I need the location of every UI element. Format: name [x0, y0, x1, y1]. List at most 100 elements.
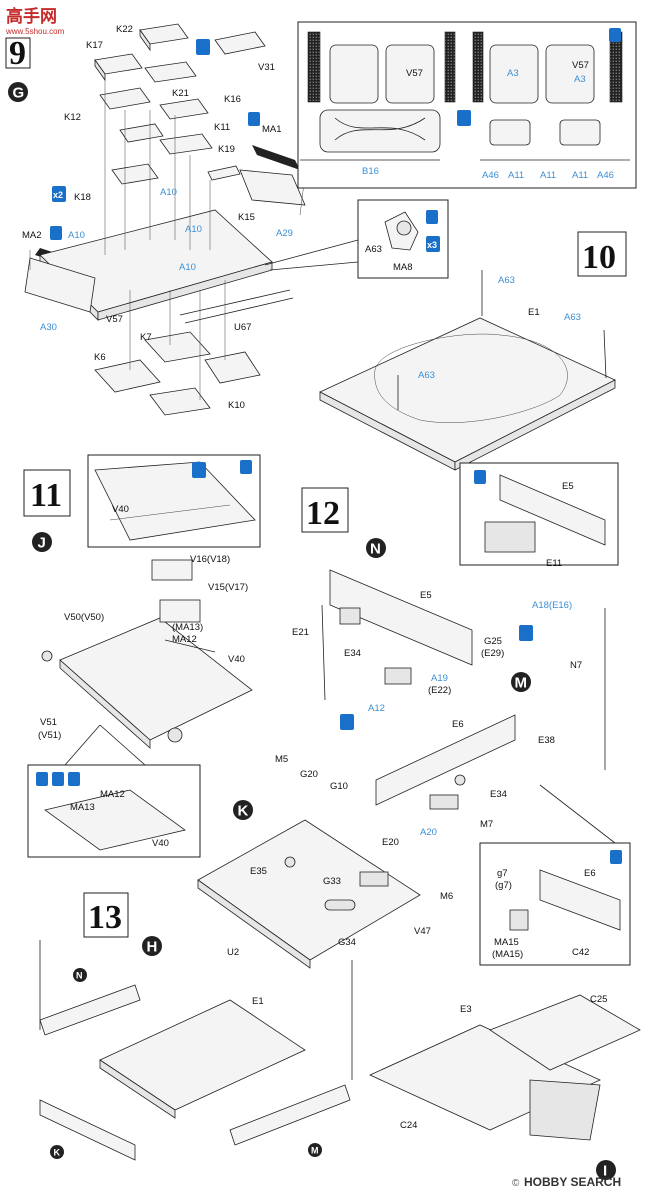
label-e5-a: E5 — [562, 481, 574, 492]
label-v50: V50(V50) — [64, 612, 104, 623]
label-k22: K22 — [116, 24, 133, 35]
label-c24: C24 — [400, 1120, 417, 1131]
step-11-box — [23, 469, 71, 517]
cement-icon-5 — [240, 460, 252, 474]
x2-icon — [52, 186, 66, 202]
label-k15: K15 — [238, 212, 255, 223]
cut-icon — [519, 625, 533, 641]
label-a11-a: A11 — [508, 170, 524, 181]
label-v51p: (V51) — [38, 730, 61, 741]
step-9-box — [5, 37, 31, 69]
brand-copyright: © — [512, 1178, 520, 1189]
label-a63-b: A63 — [564, 312, 581, 323]
assembly-lines — [29, 80, 306, 400]
label-a3-b: A3 — [574, 74, 586, 85]
label-g34: G34 — [338, 937, 356, 948]
label-ma2: MA2 — [22, 230, 42, 241]
cement-icon-4 — [426, 210, 438, 224]
marker-k — [233, 800, 253, 820]
bend-icon — [52, 772, 64, 786]
label-g25: G25 — [484, 636, 502, 647]
label-v40-a: V40 — [112, 504, 129, 515]
cement-icon-3 — [609, 28, 621, 42]
label-k17: K17 — [86, 40, 103, 51]
label-n7: N7 — [570, 660, 582, 671]
label-ma12: MA12 — [172, 634, 197, 645]
marker-n — [366, 538, 386, 558]
label-k21: K21 — [172, 88, 189, 99]
step-12: 12 N M K E5 E11 E21 — [197, 462, 631, 969]
marker-n-2 — [73, 968, 87, 982]
marker-k-2 — [50, 1145, 64, 1159]
cement-icon-8 — [610, 850, 622, 864]
step-13-number: 13 — [88, 899, 122, 936]
drill-icon-2 — [68, 772, 80, 786]
label-ma1: MA1 — [262, 124, 282, 135]
label-g7p: (g7) — [495, 880, 512, 891]
cut-icon-2 — [340, 714, 354, 730]
step-11: 11 J V40 V16(V18) V15(V17) (MA13) MA12 V… — [23, 454, 261, 858]
label-v57-a: V57 — [406, 68, 423, 79]
label-m7: M7 — [480, 819, 493, 830]
marker-m-2-letter: M — [311, 1146, 319, 1156]
label-g20: G20 — [300, 769, 318, 780]
label-a63: A63 — [365, 244, 382, 255]
step-13-box — [83, 892, 129, 938]
label-e35: E35 — [250, 866, 267, 877]
hull-rear-v40 — [59, 617, 253, 741]
step-13: 13 H N K M I E1 E3 C25 C24 — [39, 892, 641, 1180]
label-c42: C42 — [572, 947, 589, 958]
marker-m — [511, 672, 531, 692]
label-v40-c: V40 — [152, 838, 169, 849]
step-9-number: 9 — [9, 35, 26, 72]
brand-name: HOBBY SEARCH — [524, 1175, 621, 1189]
marker-j-letter: J — [38, 535, 46, 552]
label-v16: V16(V18) — [190, 554, 230, 565]
label-e3: E3 — [460, 1004, 472, 1015]
label-e29: (E29) — [481, 648, 504, 659]
marker-h-letter: H — [147, 939, 158, 956]
label-ma13-b: MA13 — [70, 802, 95, 813]
rack-e5 — [329, 569, 473, 666]
cement-icon-2 — [50, 226, 62, 240]
label-k12: K12 — [64, 112, 81, 123]
label-c25: C25 — [590, 994, 607, 1005]
label-k6: K6 — [94, 352, 106, 363]
label-a63-a: A63 — [498, 275, 515, 286]
step-9: 9 G — [5, 23, 306, 416]
cement-icon — [248, 112, 260, 126]
label-a3-a: A3 — [507, 68, 519, 79]
label-k18: K18 — [74, 192, 91, 203]
label-a12: A12 — [368, 703, 385, 714]
label-a10-b: A10 — [68, 230, 85, 241]
x3-icon — [426, 236, 440, 252]
x2-label: x2 — [53, 190, 63, 200]
label-e20: E20 — [382, 837, 399, 848]
label-v15: V15(V17) — [208, 582, 248, 593]
label-m6: M6 — [440, 891, 453, 902]
watermark-url: www.5shou.com — [5, 27, 65, 36]
label-ma12-b: MA12 — [100, 789, 125, 800]
label-ma8: MA8 — [393, 262, 413, 273]
label-e22: (E22) — [428, 685, 451, 696]
label-ma15: MA15 — [494, 937, 519, 948]
label-b16: B16 — [362, 166, 379, 177]
label-a63-c: A63 — [418, 370, 435, 381]
label-a10-a: A10 — [160, 187, 177, 198]
label-m5: M5 — [275, 754, 288, 765]
label-v57-b: V57 — [572, 60, 589, 71]
brand-footer: © HOBBY SEARCH — [512, 1175, 621, 1189]
label-k16: K16 — [224, 94, 241, 105]
label-v47: V47 — [414, 926, 431, 937]
label-ma13p: (MA13) — [172, 622, 203, 633]
marker-n-2-letter: N — [76, 971, 83, 981]
rack-e6 — [375, 714, 516, 806]
swap-icon — [196, 39, 210, 55]
label-a19: A19 — [431, 673, 448, 684]
label-k19: K19 — [218, 144, 235, 155]
label-e6: E6 — [452, 719, 464, 730]
hull-roof — [24, 209, 294, 324]
label-a46-b: A46 — [597, 170, 614, 181]
detail-hatch-interior: V57 V57 A3 A3 B16 A46 A11 A11 A11 A46 — [297, 21, 637, 189]
label-e6-b: E6 — [584, 868, 596, 879]
